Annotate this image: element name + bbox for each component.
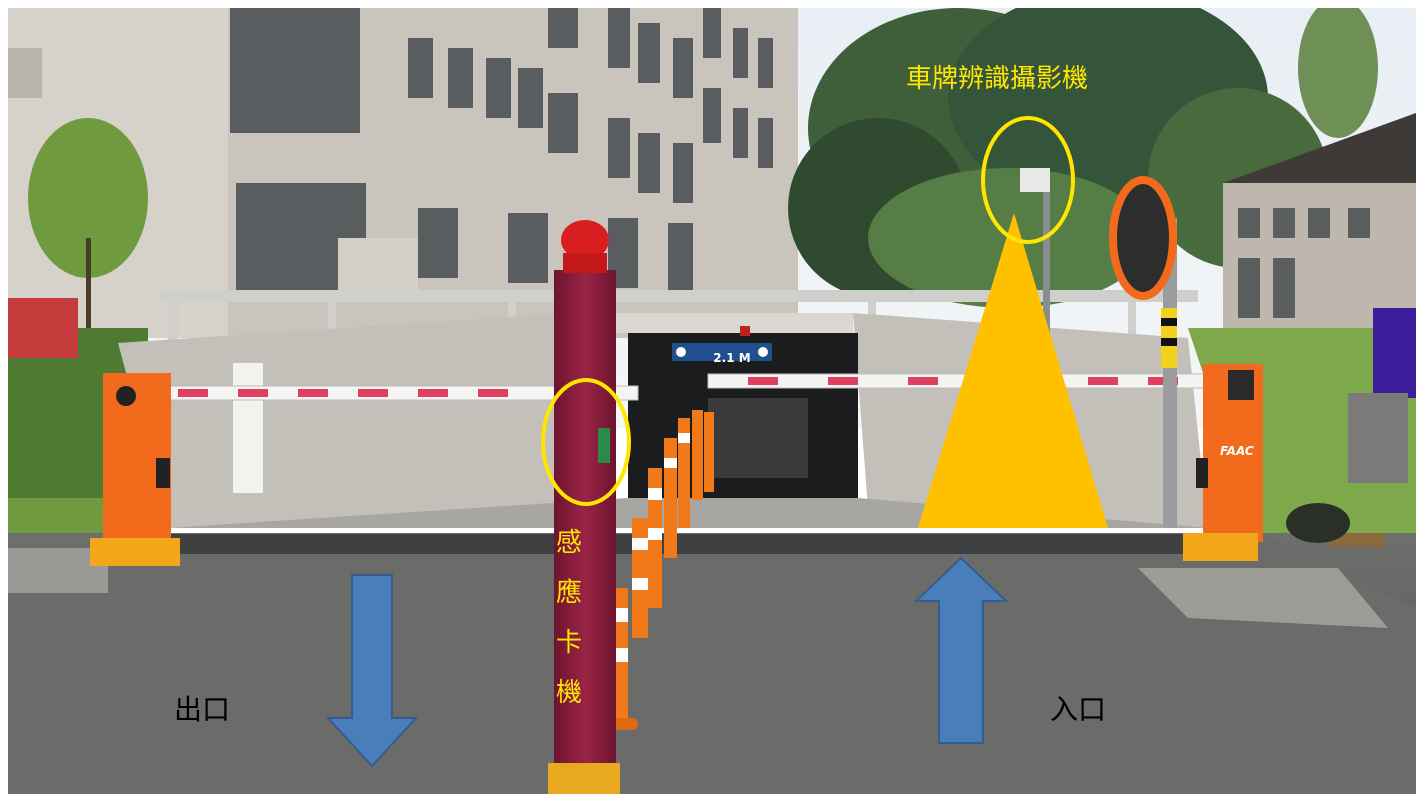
arrow-down-icon — [325, 574, 419, 768]
barrier-brand-text: FAAC — [1220, 444, 1254, 458]
arrow-up-icon — [913, 556, 1009, 744]
lpr-camera — [1020, 168, 1050, 192]
entry-label: 入口 — [1050, 693, 1107, 726]
card-reader-label: 感應卡機 — [555, 528, 582, 708]
building-windows — [230, 8, 773, 293]
camera-pole — [1043, 188, 1050, 418]
card-reader-pillar — [554, 270, 616, 778]
camera-beam-triangle — [918, 213, 1108, 528]
parking-entrance-photo — [8, 8, 1416, 794]
ramp-wall-left — [118, 313, 568, 528]
camera-label: 車牌辨識攝影機 — [906, 64, 1089, 94]
card-sensor — [598, 428, 610, 463]
photo-frame: 2.1 M FAAC — [8, 8, 1416, 794]
mirror-pole — [1163, 218, 1177, 528]
barrier-arm-entry — [707, 373, 1209, 389]
clearance-sign — [672, 343, 772, 361]
drain-grate — [168, 534, 1208, 554]
warning-beacon — [561, 220, 609, 260]
card-reader-highlight-circle — [541, 378, 631, 506]
exit-label: 出口 — [174, 693, 231, 726]
railing — [158, 290, 1198, 302]
person — [1286, 308, 1416, 547]
notice-board — [233, 363, 263, 493]
camera-highlight-circle — [981, 116, 1075, 244]
scooter — [8, 298, 78, 358]
roof-right — [1223, 113, 1416, 183]
convex-mirror — [1109, 176, 1177, 300]
clearance-sign-text: 2.1 M — [713, 351, 751, 365]
